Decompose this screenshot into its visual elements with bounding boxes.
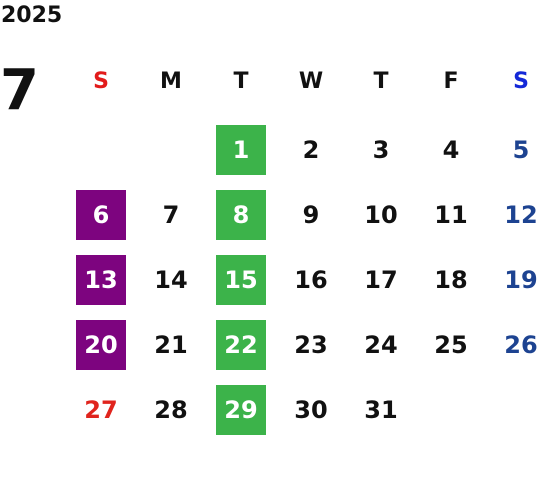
day-cell-2: 2: [302, 136, 320, 164]
day-cell-12: 12: [504, 201, 538, 229]
day-cell-8: 8: [216, 190, 266, 240]
weekday-header: S M T W T F S: [0, 0, 548, 100]
day-cell-6: 6: [76, 190, 126, 240]
day-cell-27: 27: [84, 396, 118, 424]
day-cell-9: 9: [302, 201, 320, 229]
day-cell-28: 28: [154, 396, 188, 424]
day-cell-10: 10: [364, 201, 398, 229]
day-cell-24: 24: [364, 331, 398, 359]
day-cell-13: 13: [76, 255, 126, 305]
weekday-mon: M: [160, 69, 182, 94]
weekday-sun: S: [93, 69, 109, 94]
weekday-fri: F: [443, 69, 459, 94]
weekday-tue: T: [233, 69, 249, 94]
day-cell-4: 4: [442, 136, 460, 164]
day-cell-18: 18: [434, 266, 468, 294]
weekday-wed: W: [298, 69, 324, 94]
day-cell-14: 14: [154, 266, 188, 294]
month-number: 7: [0, 58, 39, 123]
day-cell-15: 15: [216, 255, 266, 305]
day-cell-1: 1: [216, 125, 266, 175]
day-cell-20: 20: [76, 320, 126, 370]
day-cell-21: 21: [154, 331, 188, 359]
day-cell-3: 3: [372, 136, 390, 164]
day-cell-11: 11: [434, 201, 468, 229]
weekday-thu: T: [373, 69, 389, 94]
day-cell-7: 7: [162, 201, 180, 229]
day-cell-31: 31: [364, 396, 398, 424]
day-cell-29: 29: [216, 385, 266, 435]
year-label: 2025: [1, 3, 63, 28]
day-cell-26: 26: [504, 331, 538, 359]
weekday-sat: S: [513, 69, 529, 94]
day-cell-19: 19: [504, 266, 538, 294]
day-cell-22: 22: [216, 320, 266, 370]
day-cell-30: 30: [294, 396, 328, 424]
day-cell-16: 16: [294, 266, 328, 294]
day-cell-5: 5: [512, 136, 530, 164]
day-cell-23: 23: [294, 331, 328, 359]
day-cell-17: 17: [364, 266, 398, 294]
day-cell-25: 25: [434, 331, 468, 359]
